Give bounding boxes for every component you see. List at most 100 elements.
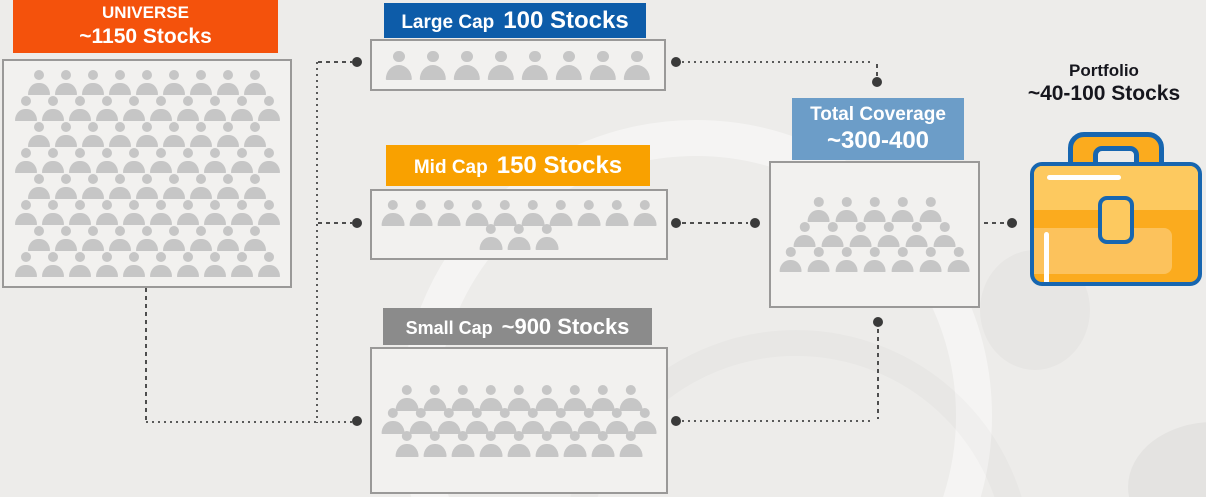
person-icon [108,174,133,199]
person-icon [590,431,616,457]
person-icon [94,252,119,277]
connector-largecap-to-coverage [682,61,872,63]
people-row [12,96,282,121]
briefcase-highlight [1047,175,1121,180]
person-icon [175,96,200,121]
person-icon [918,247,944,272]
person-icon [834,247,860,272]
total-coverage-people-box [769,161,980,308]
person-icon [216,226,241,251]
portfolio-label: Portfolio ~40-100 Stocks [1002,60,1206,108]
total-coverage-value: ~300-400 [826,126,930,154]
person-icon [202,148,227,173]
person-icon [243,70,268,95]
person-icon [229,148,254,173]
person-icon [13,96,38,121]
person-icon [506,224,532,250]
person-icon [380,200,406,226]
person-icon [27,174,52,199]
total-coverage-title: Total Coverage [810,103,946,125]
briefcase-highlight [1044,232,1049,282]
person-icon [81,70,106,95]
person-icon [54,122,79,147]
person-icon [121,148,146,173]
people-row [26,174,269,199]
people-row [26,70,269,95]
person-icon [918,197,944,222]
person-icon [622,51,652,80]
person-icon [806,247,832,272]
person-icon [604,200,630,226]
connector-bottom-to-smallcap [146,421,353,423]
person-icon [67,96,92,121]
person-icon [162,122,187,147]
person-icon [162,174,187,199]
person-icon [534,224,560,250]
person-icon [229,96,254,121]
connector-dot [872,77,882,87]
person-icon [520,51,550,80]
person-icon [862,247,888,272]
large-cap-header: Large Cap 100 Stocks [384,3,646,38]
connector-coverage-top [876,64,878,76]
person-icon [478,431,504,457]
person-icon [548,200,574,226]
person-icon [229,252,254,277]
person-icon [108,226,133,251]
person-icon [243,122,268,147]
people-row [26,226,269,251]
person-icon [175,252,200,277]
person-icon [81,226,106,251]
person-icon [450,431,476,457]
people-row [12,200,282,225]
person-icon [243,174,268,199]
universe-people-box [2,59,292,288]
person-icon [834,197,860,222]
connector-dot [750,218,760,228]
person-icon [189,174,214,199]
universe-value: ~1150 Stocks [79,25,212,49]
person-icon [121,200,146,225]
connector-dot [352,218,362,228]
person-icon [94,96,119,121]
person-icon [256,96,281,121]
person-icon [408,200,434,226]
person-icon [806,197,832,222]
person-icon [422,431,448,457]
person-icon [202,200,227,225]
person-icon [890,247,916,272]
person-icon [175,200,200,225]
people-row [382,51,654,80]
person-icon [189,122,214,147]
person-icon [890,197,916,222]
mid-cap-people-grid [372,191,666,258]
person-icon [394,431,420,457]
person-icon [862,197,888,222]
person-icon [27,226,52,251]
person-icon [576,200,602,226]
person-icon [40,96,65,121]
person-icon [54,226,79,251]
connector-universe-down [145,288,147,422]
portfolio-title: Portfolio [1069,61,1139,80]
person-icon [148,200,173,225]
connector-dot [671,416,681,426]
connector-dot [873,317,883,327]
universe-title: UNIVERSE [102,3,189,23]
connector-midcap-to-coverage [682,222,748,224]
person-icon [94,148,119,173]
person-icon [27,70,52,95]
person-icon [778,247,804,272]
person-icon [229,200,254,225]
connector-dot [1007,218,1017,228]
connector-left-trunk [316,62,318,423]
person-icon [848,222,874,247]
connector-dot [352,57,362,67]
person-icon [876,222,902,247]
connector-smallcap-to-coverage [682,420,874,422]
person-icon [135,226,160,251]
person-icon [54,174,79,199]
person-icon [792,222,818,247]
small-cap-header: Small Cap ~900 Stocks [383,308,652,345]
